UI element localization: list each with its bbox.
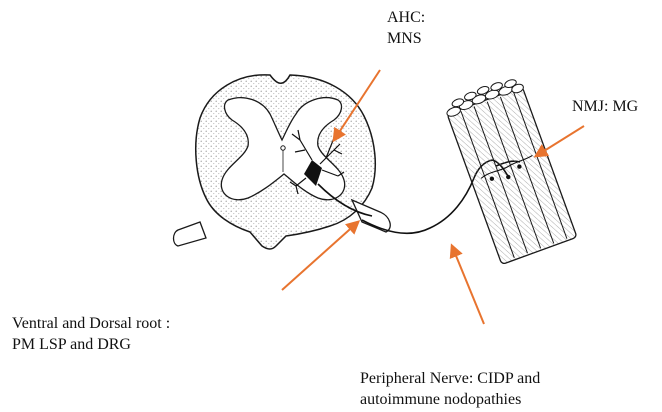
label-neuromuscular-junction: NMJ: MG: [572, 96, 638, 117]
label-nerve-line1: Peripheral Nerve: CIDP and: [360, 368, 540, 389]
muscle-fiber-bundle: [442, 74, 577, 265]
ventral-root-left: [174, 222, 207, 246]
central-canal: [281, 146, 285, 150]
label-roots-line1: Ventral and Dorsal root :: [12, 313, 170, 334]
label-nmj-text: NMJ: MG: [572, 96, 638, 117]
label-ahc-line1: AHC:: [387, 7, 425, 28]
label-nerve-line2: autoimmune nodopathies: [360, 389, 540, 410]
arrow-nmj: [536, 126, 584, 156]
label-anterior-horn-cell: AHC: MNS: [387, 7, 425, 49]
label-peripheral-nerve: Peripheral Nerve: CIDP and autoimmune no…: [360, 368, 540, 410]
label-roots-line2: PM LSP and DRG: [12, 334, 170, 355]
label-ventral-dorsal-root: Ventral and Dorsal root : PM LSP and DRG: [12, 313, 170, 355]
arrow-nerve: [452, 246, 484, 324]
label-ahc-line2: MNS: [387, 28, 425, 49]
